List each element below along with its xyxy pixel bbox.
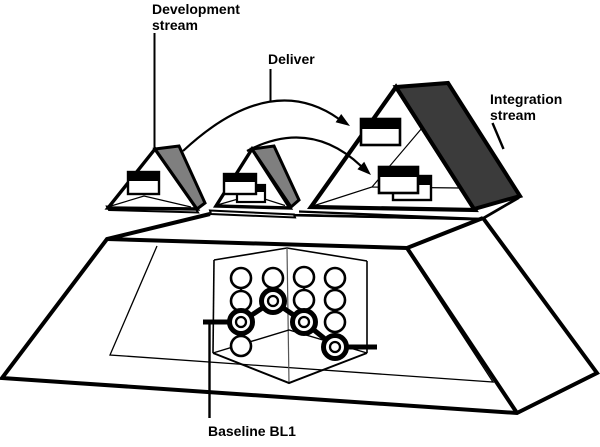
- integration-slab-roof-connector: [481, 196, 520, 221]
- selected-version-node: [227, 308, 255, 336]
- development-stream-label: Development stream: [152, 1, 244, 33]
- version-tree: [203, 265, 377, 361]
- label-pointer-lines: [153, 33, 505, 418]
- version-node: [292, 265, 316, 289]
- cube-bottom-front-edges: [212, 352, 368, 385]
- cube-center-vertical-edge: [286, 247, 290, 384]
- platform-right-slope-front-edge: [405, 246, 519, 415]
- version-node: [292, 288, 316, 312]
- integration-component-icon-upper: [359, 117, 402, 147]
- cube-top-edges: [213, 247, 368, 262]
- version-node: [323, 288, 347, 312]
- dev2-slab: [208, 209, 297, 219]
- integration-roof: [392, 80, 524, 212]
- deliver-arrowhead-1: [335, 114, 350, 126]
- baseline-label: Baseline BL1: [208, 423, 296, 439]
- version-node: [229, 334, 253, 358]
- dev2-roof: [249, 144, 301, 210]
- baseline-selected-nodes: [227, 287, 349, 361]
- dev1-roof: [152, 144, 207, 212]
- version-node: [261, 266, 285, 290]
- platform-outline: [0, 212, 600, 416]
- selected-version-node: [259, 287, 287, 315]
- integration-slab: [298, 210, 483, 221]
- cube-left-edge: [212, 259, 215, 354]
- deliver-arrows: [182, 99, 371, 175]
- deliver-arrow-1: [182, 99, 340, 152]
- deliver-arrow-2: [246, 136, 362, 167]
- dev2-component-icon-front: [222, 172, 258, 196]
- integration-stream: [306, 80, 524, 213]
- version-node: [323, 266, 347, 290]
- dev-stream-2: [212, 144, 301, 210]
- platform-inner-pit-lines: [109, 245, 495, 383]
- selected-version-node: [290, 308, 318, 336]
- integration-component-icon-lower-front: [377, 165, 420, 195]
- version-node: [229, 266, 253, 290]
- component-cube: [212, 247, 368, 385]
- deliver-label: Deliver: [268, 51, 315, 67]
- integration-stream-pointer-line: [491, 122, 505, 150]
- dev-stream-1: [104, 144, 207, 212]
- version-node: [323, 310, 347, 334]
- platform-top-right-edge: [406, 216, 484, 250]
- dev1-component-icon: [126, 170, 161, 196]
- selected-version-node: [321, 333, 349, 361]
- platform-front-top-edge: [106, 237, 408, 250]
- deliver-arrowhead-2: [357, 161, 371, 175]
- integration-stream-label: Integration stream: [490, 91, 566, 123]
- dev1-floor-lines: [110, 195, 192, 208]
